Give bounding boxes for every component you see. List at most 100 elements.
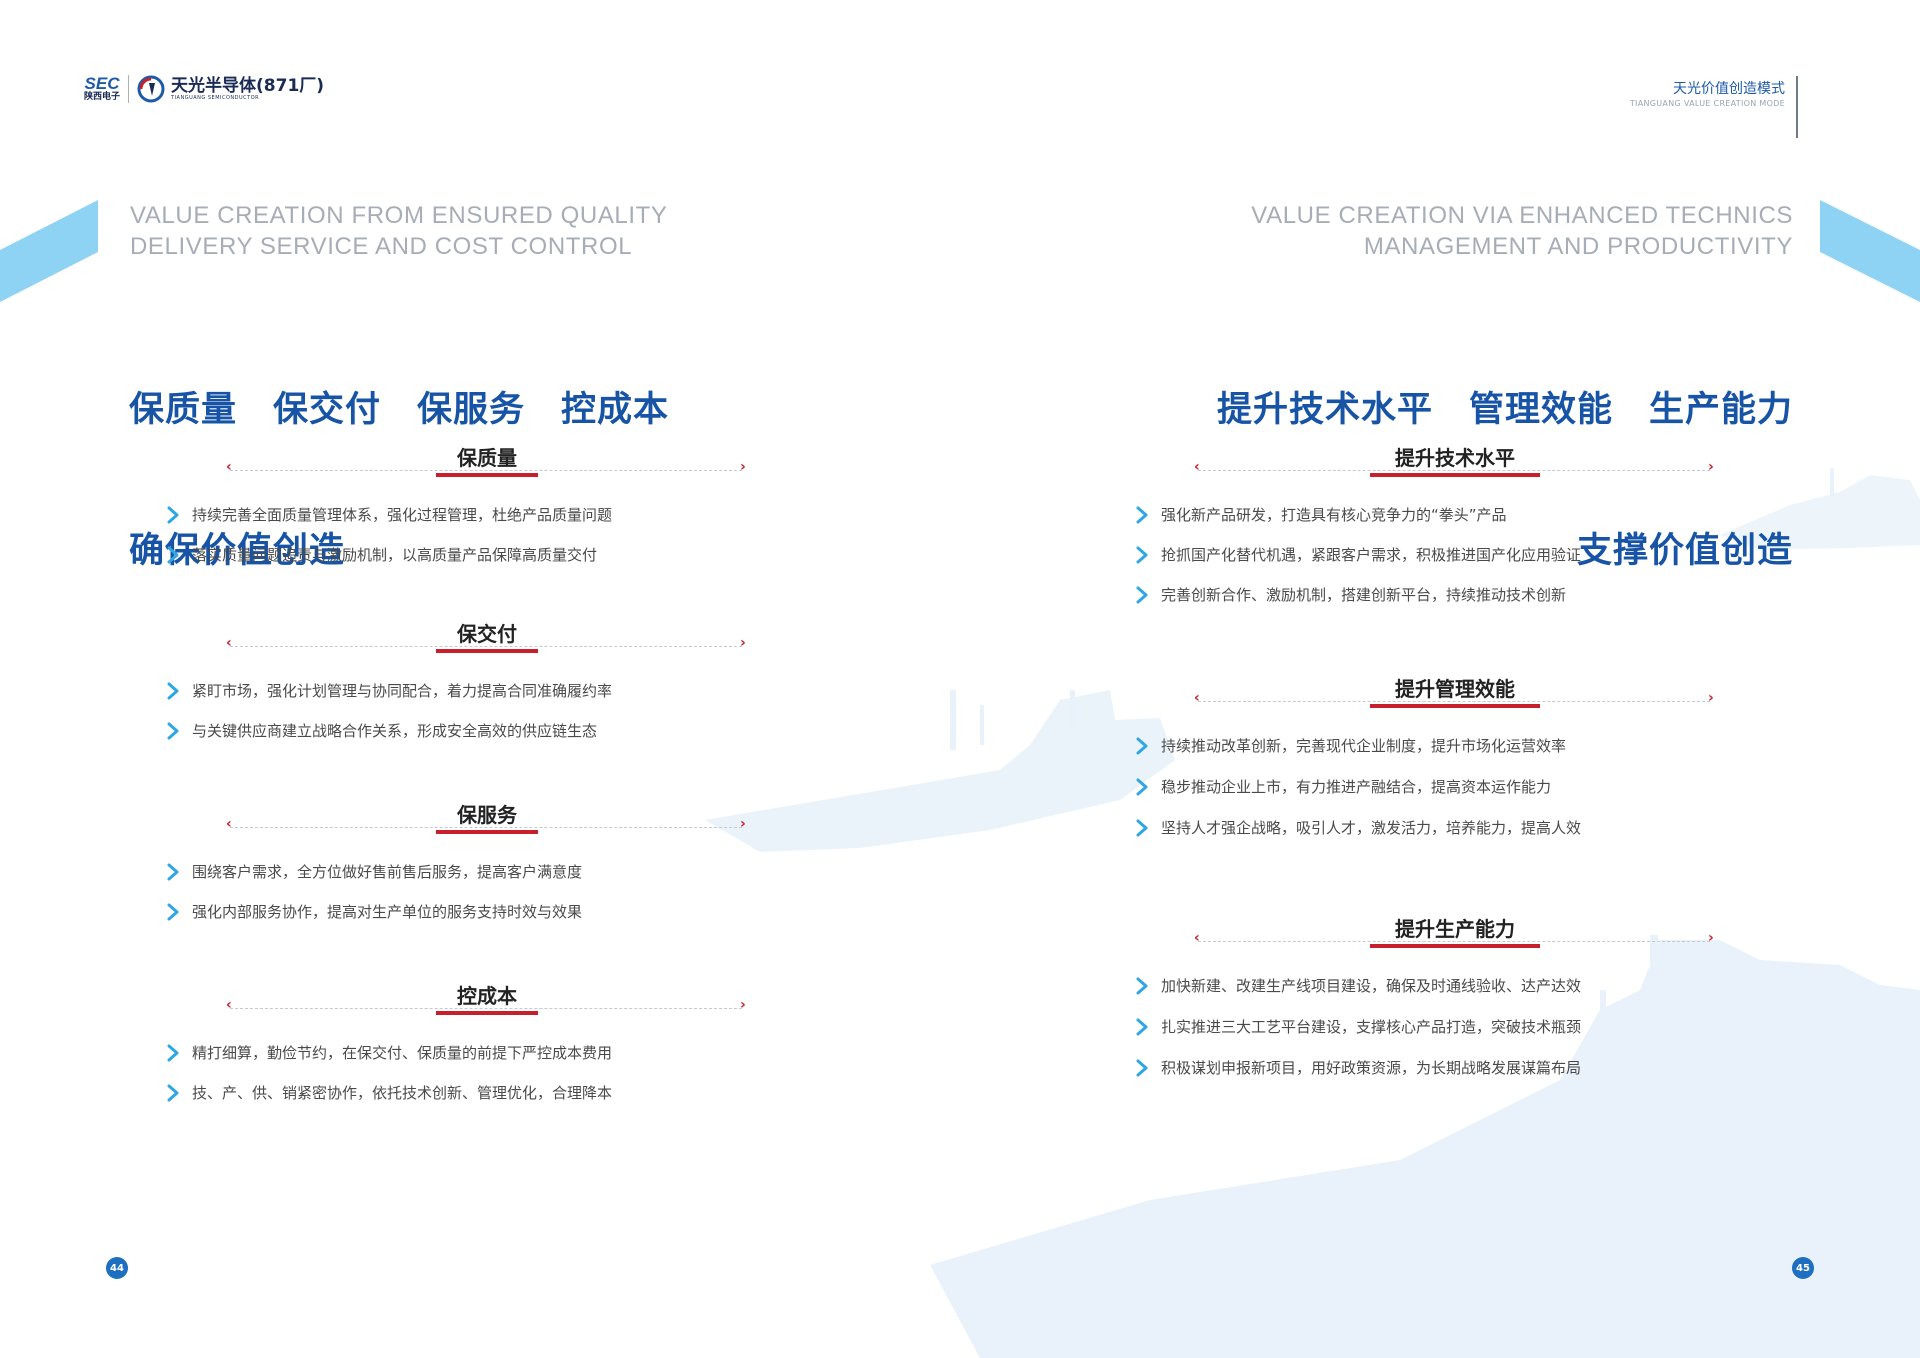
chevron-arrow-icon (1136, 819, 1148, 836)
mode-subtitle: TIANGUANG VALUE CREATION MODE (1629, 99, 1785, 108)
list-item: 完善创新合作、激励机制，搭建创新平台，持续推动技术创新 (1135, 584, 1566, 605)
chevron-arrow-icon (1136, 778, 1148, 795)
chevron-arrow-icon (167, 682, 179, 699)
chevron-arrow-icon (167, 722, 179, 739)
chevron-arrow-icon (1136, 1059, 1148, 1076)
right-triangle-decoration (1820, 200, 1920, 302)
section-title: 提升技术水平 (1395, 446, 1515, 470)
section-title: 控成本 (457, 984, 517, 1008)
sec-logo-text: SEC (84, 74, 120, 93)
chevron-right-icon: › (1708, 930, 1714, 946)
section-title: 保交付 (457, 622, 517, 646)
right-chinese-line-2: 支撑价值创造 (1576, 531, 1793, 571)
company-name-block: 天光半导体(871厂) TIANGUANG SEMICONDUCTOR (171, 77, 324, 101)
chevron-left-icon: ‹ (226, 997, 232, 1013)
list-item-text: 精打细算，勤俭节约，在保交付、保质量的前提下严控成本费用 (192, 1044, 613, 1062)
chevron-arrow-icon (167, 903, 179, 920)
left-english-line-2: DELIVERY SERVICE AND COST CONTROL (130, 233, 633, 260)
chevron-left-icon: ‹ (226, 816, 232, 832)
section-title-underline (436, 473, 538, 477)
chevron-arrow-icon (167, 546, 179, 563)
sec-logo: SEC 陕西电子 (84, 74, 121, 102)
sec-logo-cn: 陕西电子 (84, 92, 121, 102)
list-item: 紧盯市场，强化计划管理与协同配合，着力提高合同准确履约率 (166, 680, 612, 701)
left-english-heading: VALUE CREATION FROM ENSURED QUALITY DELI… (130, 200, 668, 262)
list-item: 抢抓国产化替代机遇，紧跟客户需求，积极推进国产化应用验证 (1135, 544, 1581, 565)
list-item-text: 紧盯市场，强化计划管理与协同配合，着力提高合同准确履约率 (192, 682, 613, 700)
list-item: 精打细算，勤俭节约，在保交付、保质量的前提下严控成本费用 (166, 1042, 612, 1063)
section-title-underline (436, 1011, 538, 1015)
list-item: 持续推动改革创新，完善现代企业制度，提升市场化运营效率 (1135, 735, 1566, 756)
list-item: 积极谋划申报新项目，用好政策资源，为长期战略发展谋篇布局 (1135, 1057, 1581, 1078)
list-item-text: 积极谋划申报新项目，用好政策资源，为长期战略发展谋篇布局 (1161, 1059, 1582, 1077)
right-english-line-2: MANAGEMENT AND PRODUCTIVITY (1363, 233, 1793, 260)
section-title-underline (436, 830, 538, 834)
list-item: 稳步推动企业上市，有力推进产融结合，提高资本运作能力 (1135, 776, 1551, 797)
chevron-right-icon: › (740, 459, 746, 475)
section-title: 保质量 (457, 446, 517, 470)
section-title: 提升生产能力 (1395, 917, 1515, 941)
list-item: 扎实推进三大工艺平台建设，支撑核心产品打造，突破技术瓶颈 (1135, 1016, 1581, 1037)
logo-divider (128, 75, 130, 103)
list-item: 技、产、供、销紧密协作，依托技术创新、管理优化，合理降本 (166, 1082, 612, 1103)
list-item-text: 抢抓国产化替代机遇，紧跟客户需求，积极推进国产化应用验证 (1161, 546, 1582, 564)
chevron-arrow-icon (1136, 586, 1148, 603)
section-divider-line (230, 827, 742, 828)
list-item-text: 完善创新合作、激励机制，搭建创新平台，持续推动技术创新 (1161, 586, 1567, 604)
chevron-left-icon: ‹ (226, 635, 232, 651)
chevron-right-icon: › (1708, 690, 1714, 706)
left-chinese-line-1: 保质量 保交付 保服务 控成本 (129, 390, 670, 430)
right-chinese-line-1: 提升技术水平 管理效能 生产能力 (1216, 390, 1793, 430)
right-chinese-heading: 提升技术水平 管理效能 生产能力 支撑价值创造 (1217, 293, 1793, 622)
company-name: 天光半导体(871厂) (171, 76, 325, 96)
chevron-arrow-icon (1136, 506, 1148, 523)
mode-title: 天光价值创造模式 (1673, 81, 1785, 97)
section-title-underline (1370, 473, 1540, 477)
left-english-line-1: VALUE CREATION FROM ENSURED QUALITY (130, 202, 668, 229)
chevron-arrow-icon (1136, 977, 1148, 994)
list-item: 强化新产品研发，打造具有核心竞争力的“拳头”产品 (1135, 504, 1507, 525)
section-title: 提升管理效能 (1395, 677, 1515, 701)
list-item: 加快新建、改建生产线项目建设，确保及时通线验收、达产达效 (1135, 975, 1581, 996)
list-item: 坚持人才强企战略，吸引人才，激发活力，培养能力，提高人效 (1135, 817, 1581, 838)
list-item: 围绕客户需求，全方位做好售前售后服务，提高客户满意度 (166, 861, 582, 882)
chevron-arrow-icon (167, 1044, 179, 1061)
list-item-text: 落实质量问题追责与激励机制，以高质量产品保障高质量交付 (192, 546, 598, 564)
chevron-arrow-icon (1136, 1018, 1148, 1035)
list-item: 持续完善全面质量管理体系，强化过程管理，杜绝产品质量问题 (166, 504, 612, 525)
list-item-text: 稳步推动企业上市，有力推进产融结合，提高资本运作能力 (1161, 778, 1552, 796)
section-divider-line (1198, 941, 1710, 942)
chevron-arrow-icon (1136, 737, 1148, 754)
left-chinese-heading: 保质量 保交付 保服务 控成本 确保价值创造 (129, 293, 669, 622)
chevron-left-icon: ‹ (1194, 690, 1200, 706)
tianguang-emblem-icon (137, 75, 165, 103)
list-item-text: 围绕客户需求，全方位做好售前售后服务，提高客户满意度 (192, 863, 583, 881)
chevron-arrow-icon (167, 863, 179, 880)
section-divider-line (230, 470, 742, 471)
chevron-left-icon: ‹ (226, 459, 232, 475)
section-title-underline (436, 649, 538, 653)
section-title: 保服务 (457, 803, 517, 827)
list-item: 落实质量问题追责与激励机制，以高质量产品保障高质量交付 (166, 544, 597, 565)
list-item-text: 扎实推进三大工艺平台建设，支撑核心产品打造，突破技术瓶颈 (1161, 1018, 1582, 1036)
list-item-text: 坚持人才强企战略，吸引人才，激发活力，培养能力，提高人效 (1161, 819, 1582, 837)
list-item-text: 持续完善全面质量管理体系，强化过程管理，杜绝产品质量问题 (192, 506, 613, 524)
section-divider-line (230, 646, 742, 647)
chevron-arrow-icon (1136, 546, 1148, 563)
chevron-arrow-icon (167, 1084, 179, 1101)
company-sub: TIANGUANG SEMICONDUCTOR (171, 95, 260, 101)
chevron-right-icon: › (740, 816, 746, 832)
section-divider-line (1198, 701, 1710, 702)
page-number-right: 45 (1792, 1257, 1814, 1279)
chevron-right-icon: › (740, 997, 746, 1013)
left-triangle-decoration (0, 200, 98, 302)
chevron-arrow-icon (167, 506, 179, 523)
company-logo: SEC 陕西电子 天光半导体(871厂) TIANGUANG SEMICONDU… (84, 72, 324, 106)
list-item-text: 加快新建、改建生产线项目建设，确保及时通线验收、达产达效 (1161, 977, 1582, 995)
chevron-right-icon: › (740, 635, 746, 651)
section-title-underline (1370, 944, 1540, 948)
list-item: 强化内部服务协作，提高对生产单位的服务支持时效与效果 (166, 901, 582, 922)
chevron-right-icon: › (1708, 459, 1714, 475)
section-divider-line (1198, 470, 1710, 471)
